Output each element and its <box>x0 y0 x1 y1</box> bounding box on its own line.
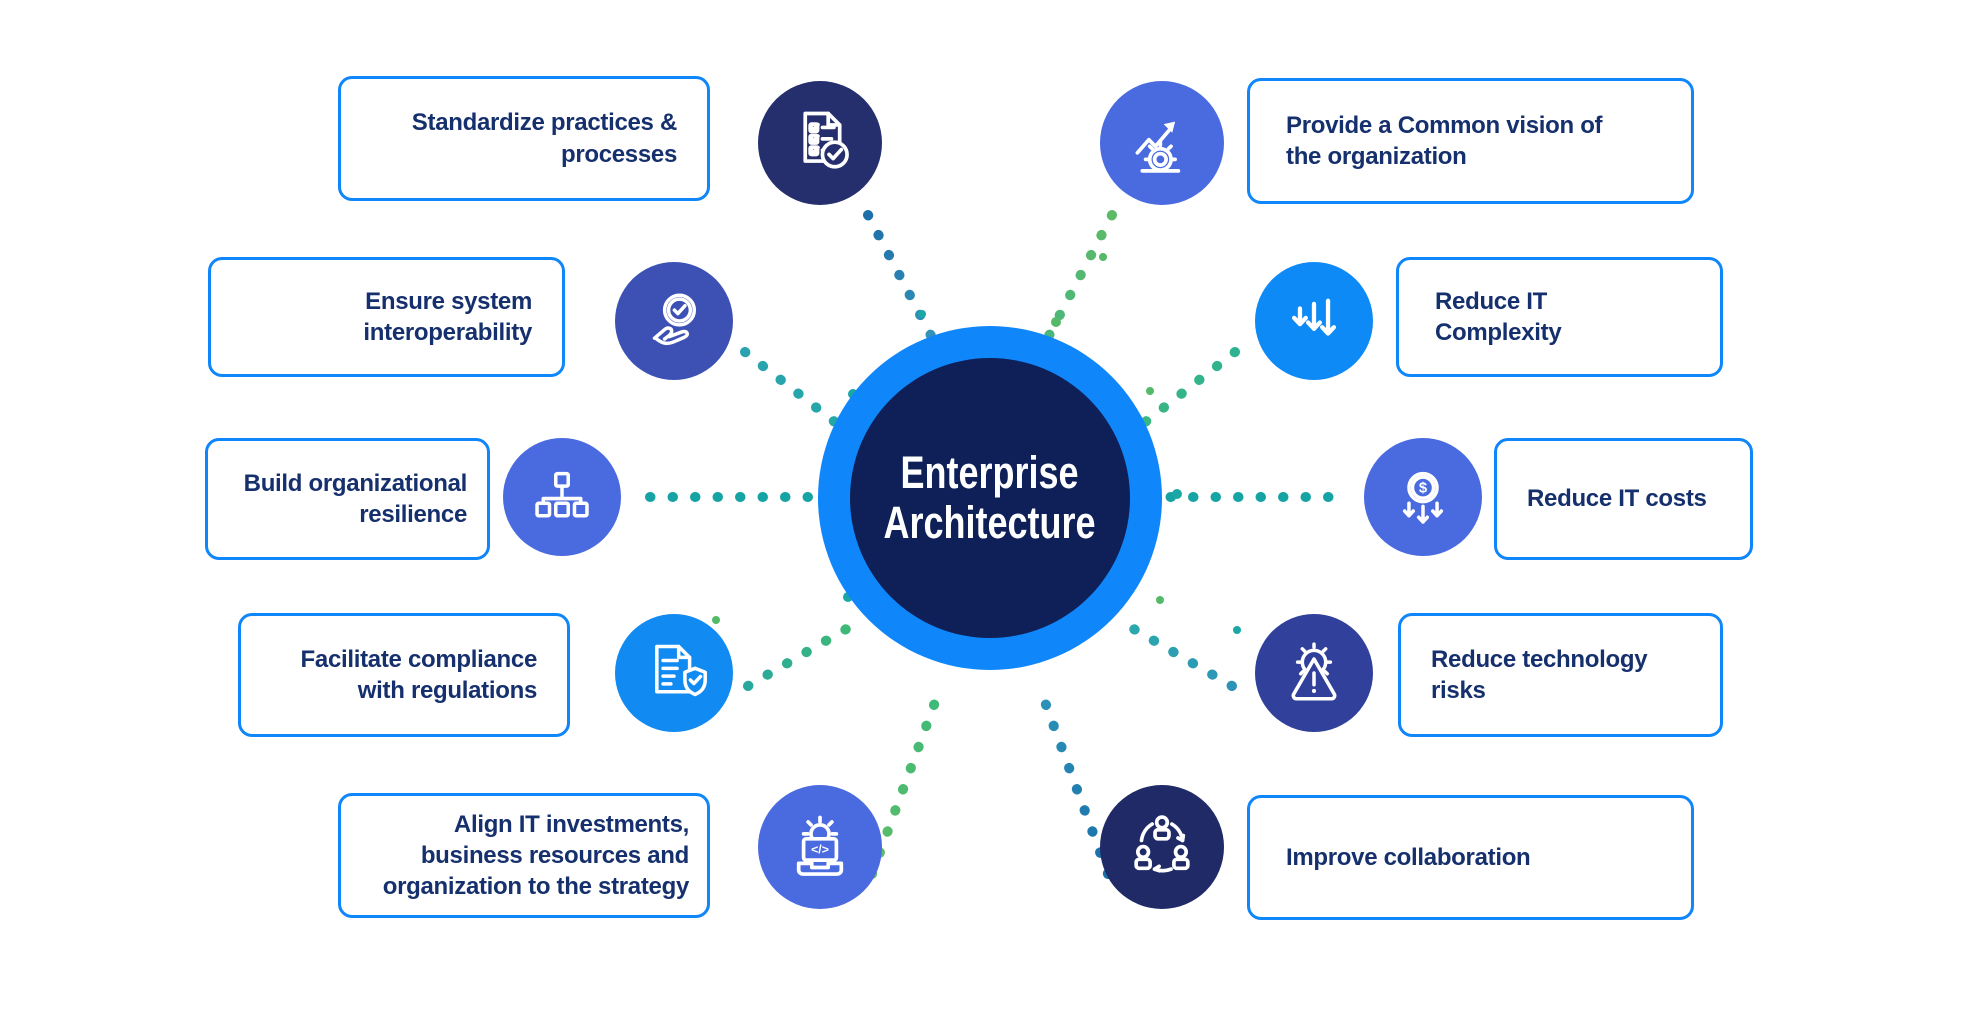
growth-arrow-gear-icon <box>1100 81 1224 205</box>
benefit-box-improve-collaboration: Improve collaboration <box>1247 795 1694 920</box>
org-chart-icon <box>503 438 621 556</box>
benefit-box-reduce-costs: Reduce IT costs <box>1494 438 1753 560</box>
center-title-line1: Enterprise <box>900 446 1080 498</box>
benefit-label: Improve collaboration <box>1286 843 1531 871</box>
center-node: Enterprise Architecture <box>850 358 1130 638</box>
benefit-box-reduce-risks: Reduce technology risks <box>1398 613 1723 737</box>
center-title: Enterprise Architecture <box>883 446 1097 549</box>
warning-gear-icon <box>1255 614 1373 732</box>
dollar-down-icon: $ <box>1364 438 1482 556</box>
benefit-label: Reduce technology risks <box>1431 645 1648 704</box>
document-shield-icon <box>615 614 733 732</box>
triple-down-arrows-icon <box>1255 262 1373 380</box>
people-cycle-icon <box>1100 785 1224 909</box>
hand-check-icon <box>615 262 733 380</box>
center-title-line2: Architecture <box>883 497 1097 548</box>
svg-text:$: $ <box>1419 481 1428 497</box>
svg-text:</>: </> <box>811 843 829 857</box>
benefit-label: Align IT investments,business resources … <box>382 810 690 901</box>
benefit-label: Standardize practices &processes <box>411 109 678 168</box>
laptop-code-icon: </> <box>758 785 882 909</box>
benefit-label: Reduce IT costs <box>1527 485 1707 513</box>
benefit-box-standardize: Standardize practices &processes <box>338 76 710 201</box>
checklist-icon <box>758 81 882 205</box>
benefit-box-align-investments: Align IT investments,business resources … <box>338 793 710 918</box>
